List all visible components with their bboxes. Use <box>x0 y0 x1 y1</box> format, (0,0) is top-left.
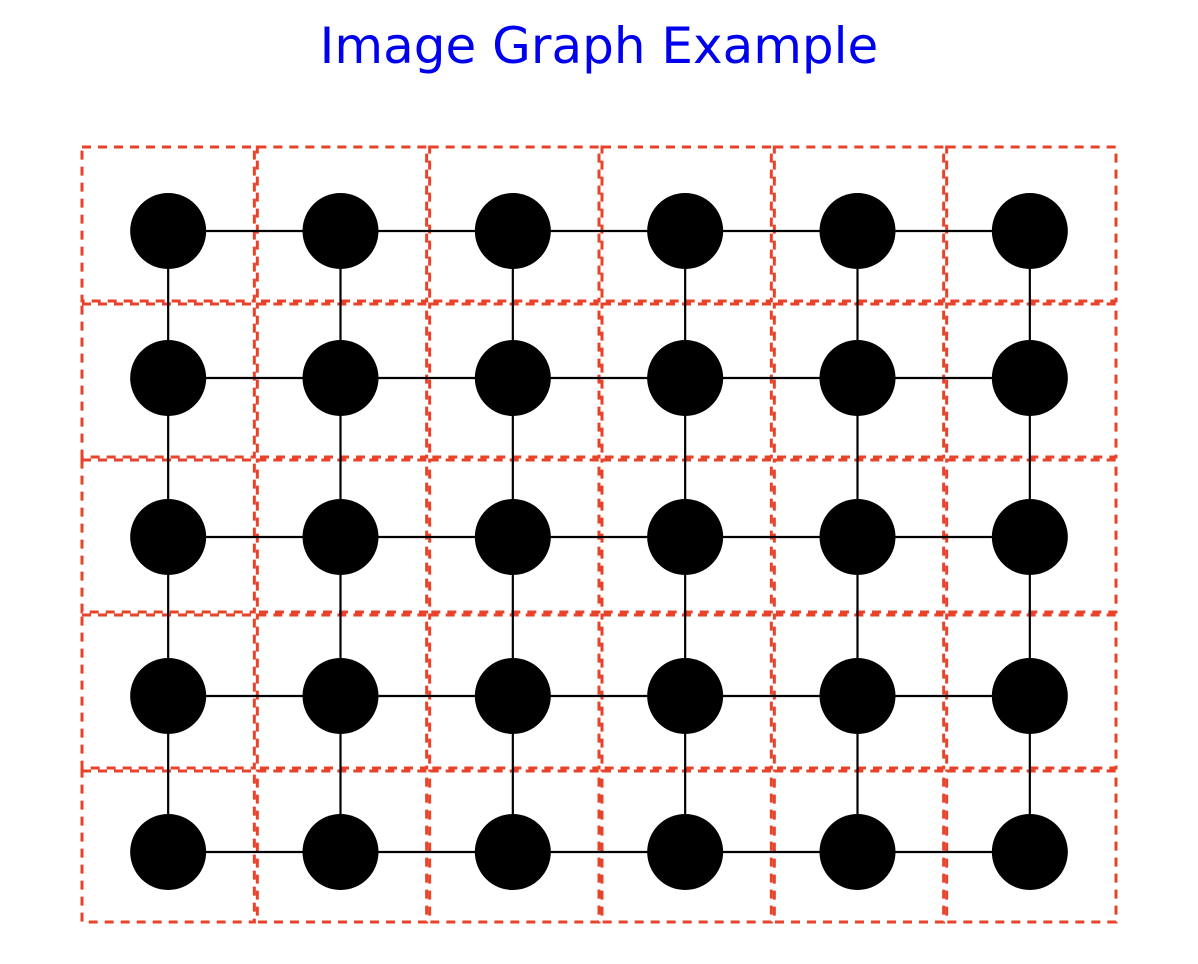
graph-node-r2-c5 <box>991 499 1068 575</box>
pixel-cell-r4-c1 <box>255 769 429 924</box>
graph-nodes <box>130 193 1068 890</box>
pixel-cell-r1-c1 <box>255 302 429 459</box>
graph-node-r1-c0 <box>130 340 207 416</box>
pixel-cell-r3-c4 <box>772 613 946 770</box>
pixel-cell-r1-c4 <box>772 302 946 459</box>
graph-node-r1-c3 <box>647 340 724 416</box>
graph-node-r4-c0 <box>130 814 207 890</box>
graph-node-r2-c4 <box>819 499 896 575</box>
graph-node-r0-c0 <box>130 193 207 269</box>
pixel-cell-r0-c3 <box>600 145 773 303</box>
pixel-cell-r0-c0 <box>80 145 256 303</box>
graph-node-r0-c1 <box>302 193 379 269</box>
pixel-cell-r3-c5 <box>945 613 1118 770</box>
graph-node-r3-c3 <box>647 658 724 734</box>
graph-node-r1-c2 <box>474 340 551 416</box>
graph-node-r4-c5 <box>991 814 1068 890</box>
graph-node-r3-c5 <box>991 658 1068 734</box>
graph-node-r3-c0 <box>130 658 207 734</box>
graph-node-r2-c0 <box>130 499 207 575</box>
pixel-cell-r4-c2 <box>428 769 601 924</box>
graph-node-r0-c5 <box>991 193 1068 269</box>
graph-node-r2-c3 <box>647 499 724 575</box>
graph-node-r3-c4 <box>819 658 896 734</box>
graph-node-r4-c2 <box>474 814 551 890</box>
graph-node-r2-c2 <box>474 499 551 575</box>
pixel-cell-r0-c4 <box>772 145 946 303</box>
graph-node-r1-c5 <box>991 340 1068 416</box>
pixel-cell-r0-c1 <box>255 145 429 303</box>
pixel-cell-r1-c3 <box>600 302 773 459</box>
graph-node-r0-c3 <box>647 193 724 269</box>
graph-node-r3-c1 <box>302 658 379 734</box>
pixel-cell-r3-c1 <box>255 613 429 770</box>
graph-node-r4-c1 <box>302 814 379 890</box>
pixel-cell-r0-c5 <box>945 145 1118 303</box>
pixel-cell-r4-c5 <box>945 769 1118 924</box>
graph-node-r4-c3 <box>647 814 724 890</box>
pixel-cell-r4-c4 <box>772 769 946 924</box>
graph-node-r2-c1 <box>302 499 379 575</box>
pixel-cell-r1-c2 <box>428 302 601 459</box>
pixel-cell-r0-c2 <box>428 145 601 303</box>
graph-node-r4-c4 <box>819 814 896 890</box>
page-title: Image Graph Example <box>319 17 879 75</box>
graph-node-r0-c2 <box>474 193 551 269</box>
graph-edges <box>167 229 1031 854</box>
graph-node-r0-c4 <box>819 193 896 269</box>
pixel-cell-r3-c2 <box>428 613 601 770</box>
graph-node-r1-c4 <box>819 340 896 416</box>
pixel-cell-r3-c3 <box>600 613 773 770</box>
graph-node-r1-c1 <box>302 340 379 416</box>
pixel-cell-r4-c3 <box>600 769 773 924</box>
graph-node-r3-c2 <box>474 658 551 734</box>
pixel-grid <box>80 145 1118 924</box>
pixel-cell-r1-c5 <box>945 302 1118 459</box>
